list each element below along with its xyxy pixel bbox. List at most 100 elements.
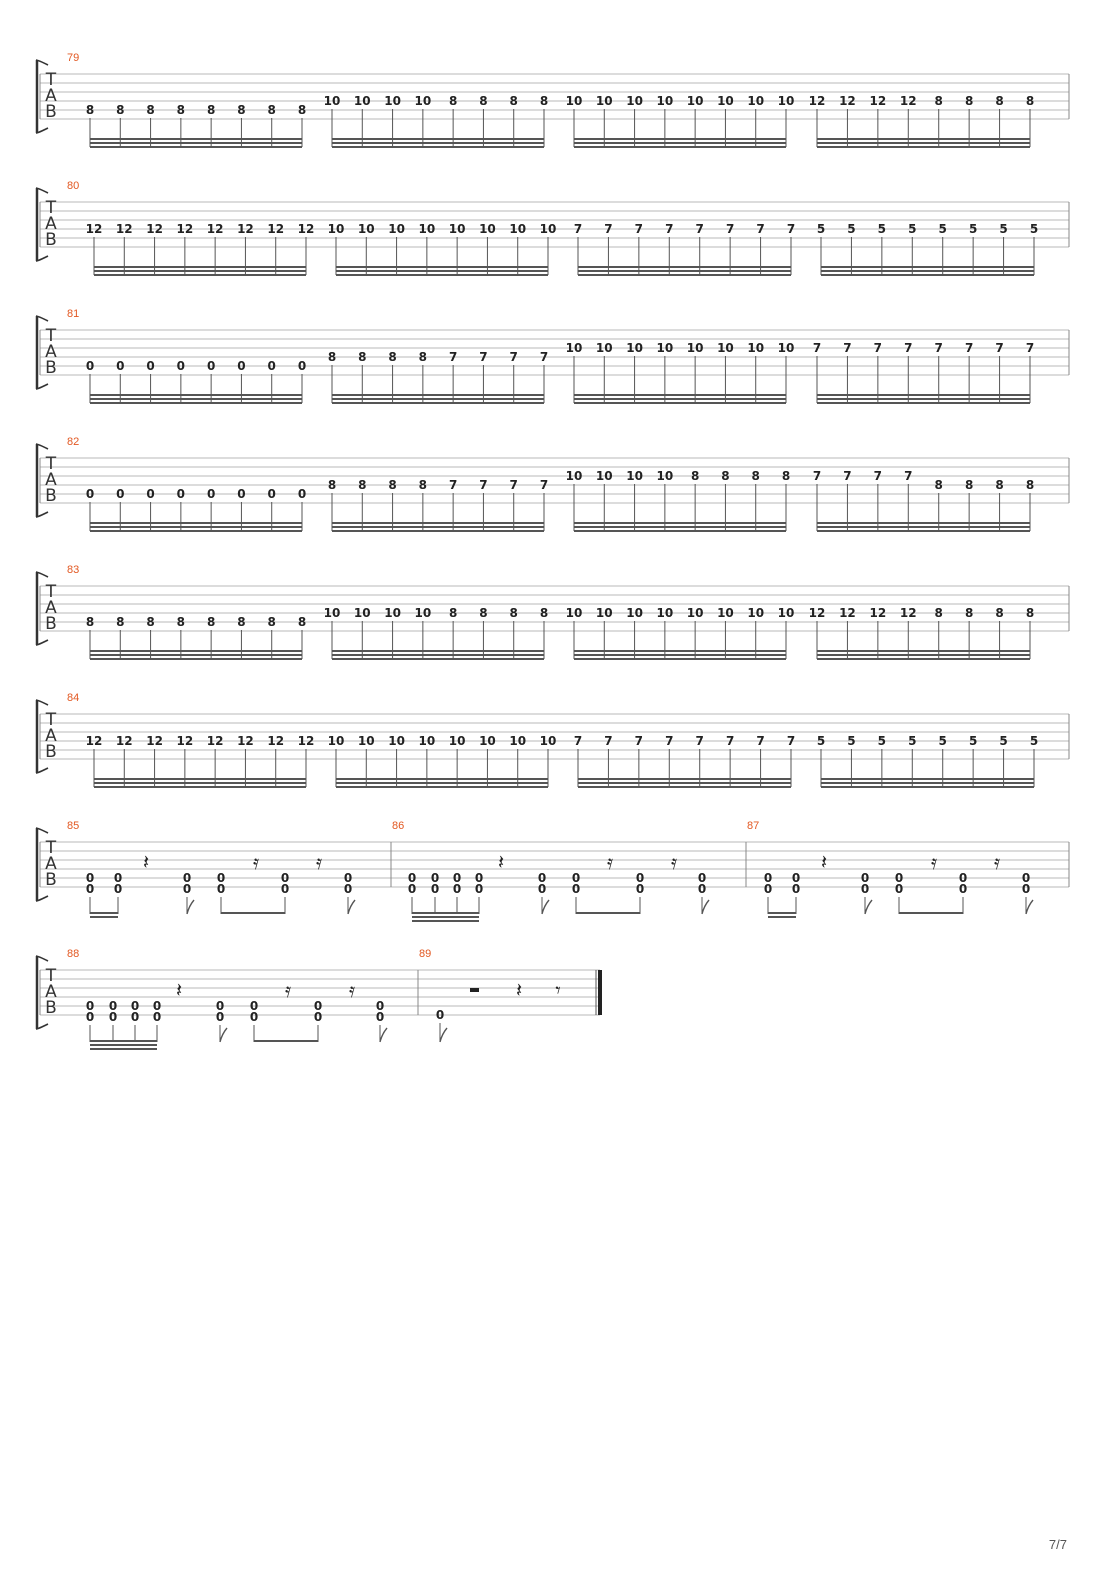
fret-number: 10 [626,469,643,483]
note-flag [347,899,356,915]
measure-number: 86 [392,820,404,832]
fret-number: 8 [1026,94,1034,108]
beam [90,146,302,148]
fret-number: 8 [177,615,185,629]
beam [576,912,640,914]
fret-number: 0 [792,871,800,885]
beam [768,912,796,914]
measure-number: 82 [67,436,79,448]
fret-number: 7 [813,469,821,483]
beam [574,654,786,656]
fret-number: 10 [388,222,405,236]
fret-number: 12 [207,222,224,236]
beam [332,398,544,400]
beam [578,778,791,780]
fret-number: 7 [874,341,882,355]
fret-number: 5 [999,734,1007,748]
sixteenth-rest: 𝄿 [253,850,259,874]
tab-clef-letter-b: B [45,870,57,890]
beam [94,778,306,780]
sixteenth-rest: 𝄿 [994,850,1000,874]
fret-number: 8 [479,606,487,620]
fret-number: 0 [207,487,215,501]
fret-number: 10 [479,734,496,748]
beam [90,526,302,528]
beam [817,138,1030,140]
fret-number: 0 [86,359,94,373]
fret-number: 10 [540,734,557,748]
fret-number: 8 [449,606,457,620]
fret-number: 8 [86,103,94,117]
fret-number: 0 [86,1010,94,1024]
tab-clef-letter-t: T [45,198,57,218]
beam [332,142,544,144]
beam [90,394,302,396]
fret-number: 0 [572,882,580,896]
fret-number: 0 [538,882,546,896]
fret-number: 10 [747,94,764,108]
beam [821,270,1034,272]
beam [817,142,1030,144]
fret-number: 12 [298,734,315,748]
fret-number: 0 [116,359,124,373]
fret-number: 0 [895,882,903,896]
fret-number: 0 [764,871,772,885]
fret-number: 0 [153,1010,161,1024]
fret-number: 12 [237,222,254,236]
fret-number: 8 [177,103,185,117]
fret-number: 7 [665,734,673,748]
fret-number: 0 [131,999,139,1013]
fret-number: 0 [861,871,869,885]
beam [578,786,791,788]
fret-number: 0 [431,871,439,885]
beam [574,658,786,660]
measure-number: 80 [67,180,79,192]
beam [221,912,285,914]
beam [94,786,306,788]
fret-number: 0 [408,871,416,885]
bracket-hook-top [35,315,49,322]
fret-number: 0 [216,1010,224,1024]
fret-number: 0 [636,871,644,885]
fret-number: 10 [509,734,526,748]
fret-number: 10 [324,94,341,108]
fret-number: 8 [510,606,518,620]
beam [817,394,1030,396]
fret-number: 12 [900,94,917,108]
fret-number: 8 [965,94,973,108]
sixteenth-rest: 𝄿 [931,850,937,874]
fret-number: 8 [328,478,336,492]
fret-number: 8 [449,94,457,108]
note-flag [186,899,195,915]
beam [90,916,118,918]
bracket-hook-bottom [35,639,49,646]
fret-number: 7 [696,222,704,236]
fret-number: 8 [479,94,487,108]
tab-clef-letter-b: B [45,742,57,762]
fret-number: 0 [86,999,94,1013]
fret-number: 7 [449,350,457,364]
fret-number: 8 [691,469,699,483]
bracket-hook-top [35,955,49,962]
tab-clef-letter-t: T [45,582,57,602]
fret-number: 8 [207,615,215,629]
tab-clef-letter-b: B [45,998,57,1018]
fret-number: 5 [847,734,855,748]
fret-number: 0 [538,871,546,885]
fret-number: 10 [384,606,401,620]
fret-number: 7 [726,222,734,236]
fret-number: 8 [935,94,943,108]
beam [90,142,302,144]
fret-number: 0 [408,882,416,896]
tab-clef-letter-a: A [45,342,57,362]
fret-number: 8 [782,469,790,483]
beam [574,138,786,140]
fret-number: 0 [114,882,122,896]
fret-number: 10 [596,606,613,620]
fret-number: 10 [358,734,375,748]
beam [821,266,1034,268]
fret-number: 10 [717,94,734,108]
tab-clef-letter-a: A [45,598,57,618]
